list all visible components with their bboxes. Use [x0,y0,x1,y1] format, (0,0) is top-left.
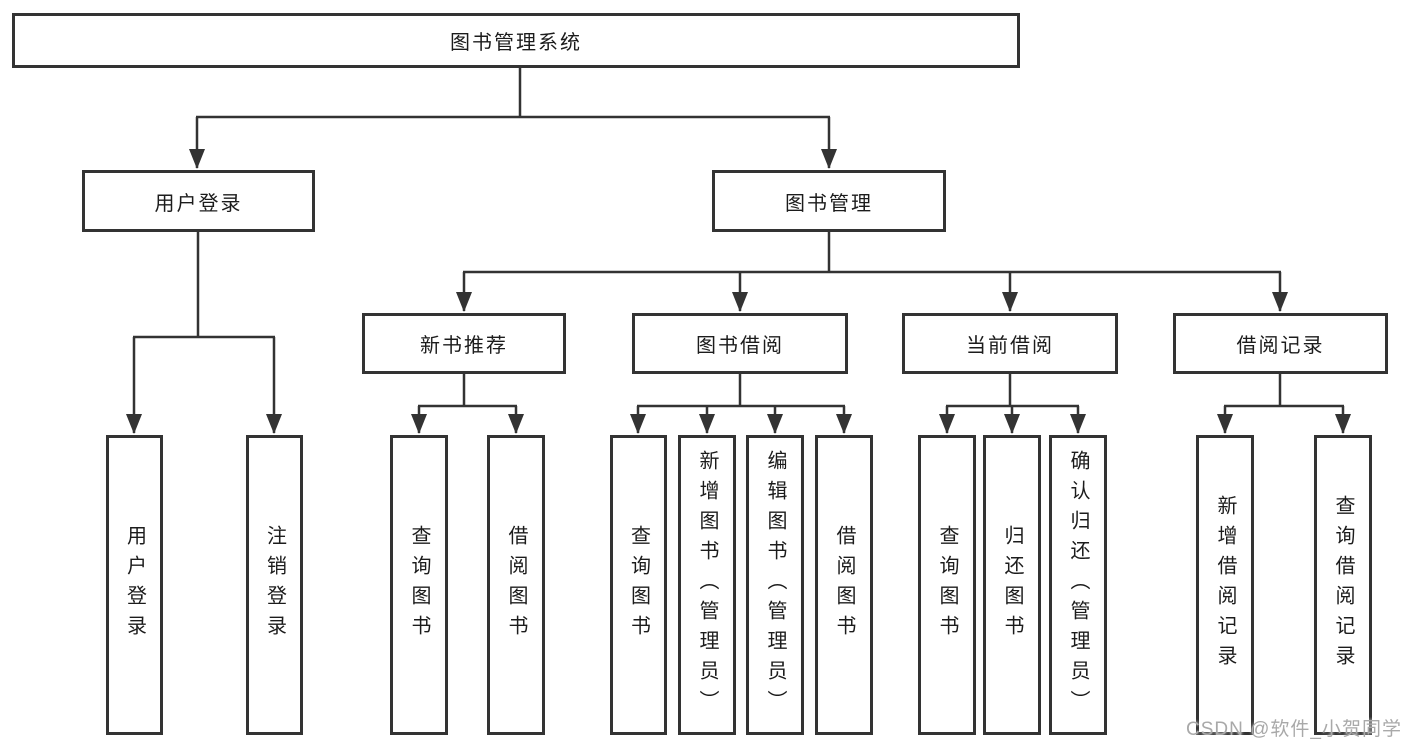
leaf-borrow-add-books-admin: 新增图书（管理员） [678,435,736,735]
connector-curborrow-to-leaves [939,374,1086,434]
node-label: 注销登录 [263,525,286,645]
node-label: 当前借阅 [966,335,1054,357]
leaf-borrow-edit-books-admin: 编辑图书（管理员） [746,435,804,735]
node-library-management-system: 图书管理系统 [12,13,1020,68]
node-current-borrowing: 当前借阅 [902,313,1118,374]
leaf-logout: 注销登录 [246,435,303,735]
leaf-newbook-query-books: 查询图书 [390,435,448,735]
node-book-borrowing: 图书借阅 [632,313,848,374]
leaf-current-confirm-return-admin: 确认归还（管理员） [1049,435,1107,735]
connector-bookborrow-to-leaves [630,374,852,434]
leaf-newbook-borrow-books: 借阅图书 [487,435,545,735]
node-label: 归还图书 [1001,525,1023,645]
leaf-borrow-borrow-books: 借阅图书 [815,435,873,735]
node-book-management: 图书管理 [712,170,946,232]
node-label: 图书管理 [785,192,873,215]
leaf-records-add-record: 新增借阅记录 [1196,435,1254,735]
node-label: 新书推荐 [420,335,508,357]
node-label: 新增图书（管理员） [696,450,718,720]
node-label: 查询图书 [408,525,430,645]
node-label: 查询图书 [627,525,650,645]
connector-bookmgmt-to-level3 [456,232,1288,312]
connector-root-to-level2 [189,68,837,169]
leaf-borrow-query-books: 查询图书 [610,435,667,735]
leaf-records-query-record: 查询借阅记录 [1314,435,1372,735]
connector-records-to-leaves [1217,374,1351,434]
csdn-watermark: CSDN @软件_小贺同学 [1186,719,1402,740]
node-label: 新增借阅记录 [1214,495,1236,675]
node-label: 查询图书 [936,525,958,645]
node-label: 借阅记录 [1236,335,1325,357]
leaf-user-login: 用户登录 [106,435,163,735]
node-label: 查询借阅记录 [1332,495,1354,675]
node-label: 用户登录 [123,525,146,645]
leaf-current-return-books: 归还图书 [983,435,1041,735]
node-new-book-recommend: 新书推荐 [362,313,566,374]
node-label: 图书借阅 [696,335,784,357]
node-borrowing-records: 借阅记录 [1173,313,1388,374]
connector-newbook-to-leaves [411,374,524,434]
node-label: 借阅图书 [505,525,527,645]
connector-userlogin-to-leaves [126,232,282,434]
node-label: 用户登录 [154,192,243,215]
node-label: 图书管理系统 [450,32,582,54]
node-user-login: 用户登录 [82,170,315,232]
leaf-current-query-books: 查询图书 [918,435,976,735]
node-label: 借阅图书 [833,525,855,645]
node-label: 编辑图书（管理员） [764,450,786,720]
node-label: 确认归还（管理员） [1067,450,1089,720]
